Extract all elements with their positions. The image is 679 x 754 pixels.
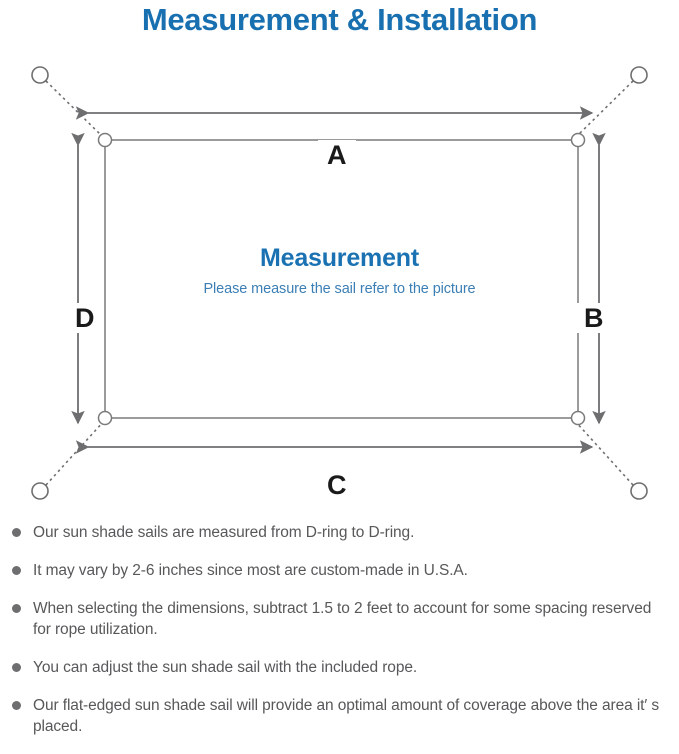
- note-text: Our sun shade sails are measured from D-…: [33, 524, 415, 541]
- bullet-icon: [12, 604, 21, 613]
- list-item: Our sun shade sails are measured from D-…: [0, 522, 679, 543]
- bullet-icon: [12, 663, 21, 672]
- list-item: Our flat-edged sun shade sail will provi…: [0, 695, 679, 737]
- rope-top-left: [45, 80, 105, 139]
- d-ring-top-left: [97, 132, 113, 148]
- bullet-icon: [12, 528, 21, 537]
- dimension-label-c: C: [318, 470, 356, 500]
- anchor-point-top-right: [630, 66, 648, 84]
- anchor-points: [31, 66, 648, 500]
- d-ring-top-right: [570, 132, 586, 148]
- dimension-label-a: A: [318, 140, 356, 170]
- rope-bottom-left: [45, 420, 105, 486]
- note-text: When selecting the dimensions, subtract …: [33, 600, 652, 638]
- anchor-point-bottom-right: [630, 482, 648, 500]
- anchor-point-top-left: [31, 66, 49, 84]
- rope-bottom-right: [574, 420, 634, 486]
- rope-lines: [45, 80, 634, 486]
- notes-list: Our sun shade sails are measured from D-…: [0, 522, 679, 754]
- dimension-arrows: [71, 106, 606, 454]
- rope-top-right: [574, 80, 634, 139]
- bullet-icon: [12, 701, 21, 710]
- sail-body: [104, 139, 579, 419]
- list-item: When selecting the dimensions, subtract …: [0, 598, 679, 640]
- list-item: It may vary by 2-6 inches since most are…: [0, 560, 679, 581]
- d-ring-bottom-right: [570, 410, 586, 426]
- note-text: You can adjust the sun shade sail with t…: [33, 659, 418, 676]
- note-text: Our flat-edged sun shade sail will provi…: [33, 697, 660, 735]
- d-ring-bottom-left: [97, 410, 113, 426]
- note-text: It may vary by 2-6 inches since most are…: [33, 562, 468, 579]
- d-rings: [97, 132, 586, 426]
- bullet-icon: [12, 566, 21, 575]
- measurement-diagram: Measurement Please measure the sail refe…: [0, 45, 679, 515]
- dimension-label-d: D: [66, 303, 104, 333]
- anchor-point-bottom-left: [31, 482, 49, 500]
- page-title: Measurement & Installation: [141, 2, 538, 37]
- dimension-label-b: B: [575, 303, 613, 333]
- diagram-svg: [31, 66, 648, 500]
- list-item: You can adjust the sun shade sail with t…: [0, 657, 679, 678]
